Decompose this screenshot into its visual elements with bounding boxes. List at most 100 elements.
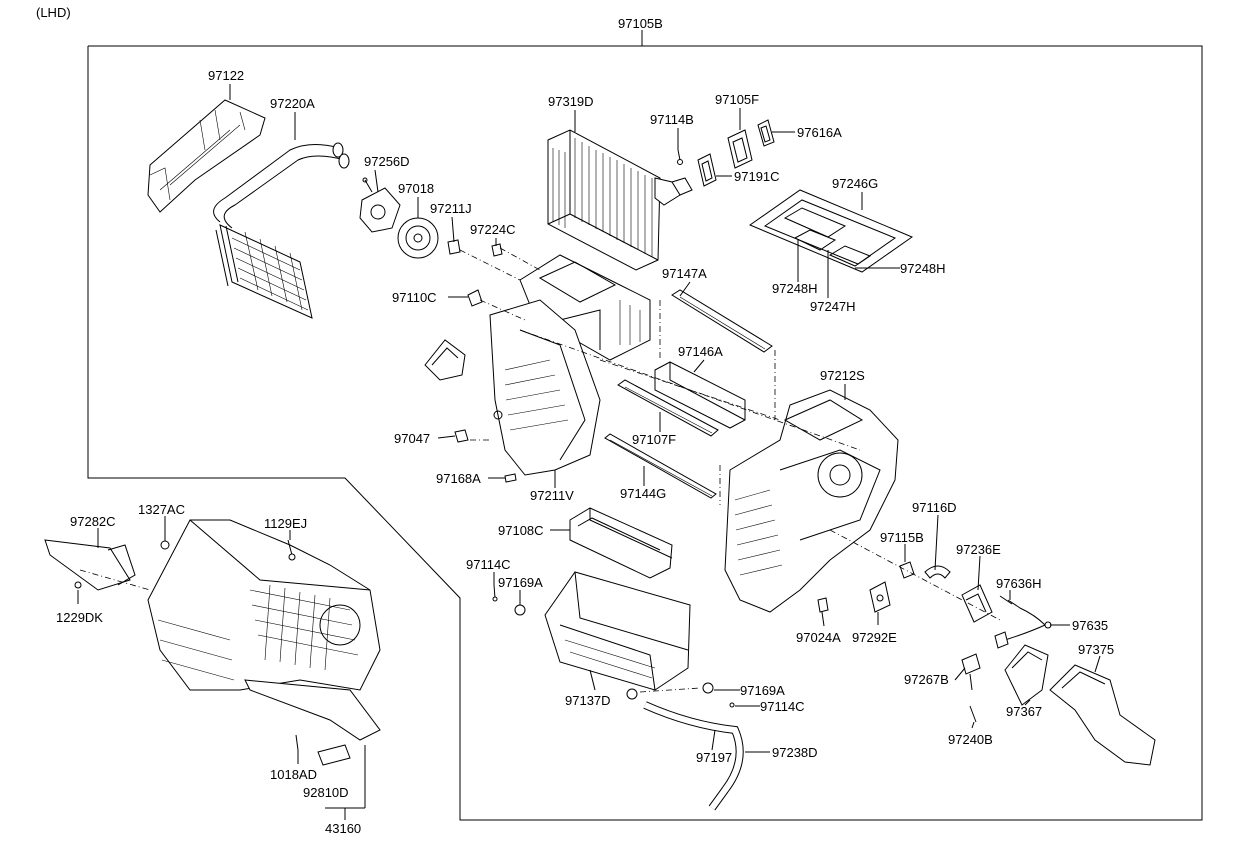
label-97191C: 97191C — [734, 169, 780, 184]
screw-1129EJ — [287, 539, 296, 561]
assembly-frame — [87, 45, 1203, 821]
label-97267B: 97267B — [904, 672, 949, 687]
tray-97108C — [569, 507, 673, 579]
label-1018AD: 1018AD — [270, 767, 317, 782]
door-97107F — [617, 379, 719, 437]
link-97115B — [899, 561, 915, 579]
seal-97616A — [757, 119, 775, 147]
bracket-92810D — [244, 679, 381, 741]
filter-frame-97246G — [748, 189, 914, 273]
door-97146A — [654, 361, 746, 429]
grommet-97169A-a — [514, 604, 526, 616]
actuator-97236E — [961, 584, 993, 623]
label-97282C: 97282C — [70, 514, 116, 529]
label-97105F: 97105F — [715, 92, 759, 107]
scroll-case-97211V — [489, 299, 601, 476]
screw-1229DK — [74, 581, 82, 589]
screw-97114C-a — [492, 584, 498, 602]
label-97240B: 97240B — [948, 732, 993, 747]
duct-97375 — [1049, 664, 1156, 766]
label-97137D: 97137D — [565, 693, 611, 708]
clip-97168A — [504, 473, 517, 483]
label-97110C: 97110C — [392, 290, 437, 305]
clip-97224C — [491, 243, 503, 257]
label-97018: 97018 — [398, 181, 434, 196]
variant-label: (LHD) — [36, 5, 71, 20]
label-97047: 97047 — [394, 431, 430, 446]
label-97367: 97367 — [1006, 704, 1042, 719]
door-97144G — [604, 433, 717, 499]
label-97147A: 97147A — [662, 266, 707, 281]
bracket-97292E — [869, 581, 891, 613]
label-97211J: 97211J — [430, 201, 472, 216]
lever-97116D — [924, 565, 951, 579]
clip-97211J — [447, 239, 461, 255]
label-97319D: 97319D — [548, 94, 594, 109]
label-97114C-b: 97114C — [760, 699, 805, 714]
evaporator-97319D — [547, 129, 693, 271]
gasket-97191C — [697, 153, 717, 187]
label-97211V: 97211V — [530, 488, 574, 503]
label-97635: 97635 — [1072, 618, 1108, 633]
label-97024A: 97024A — [796, 630, 841, 645]
label-1129EJ: 1129EJ — [264, 516, 307, 531]
lower-case-97137D — [544, 571, 691, 700]
label-97375: 97375 — [1078, 642, 1114, 657]
label-97169A-b: 97169A — [740, 683, 785, 698]
label-97197: 97197 — [696, 750, 732, 765]
bracket-97110C — [467, 289, 483, 307]
label-43160: 43160 — [325, 821, 361, 836]
grommet-97169A-b — [702, 682, 714, 694]
label-1229DK: 1229DK — [56, 610, 103, 625]
door-97147A — [671, 289, 773, 353]
label-97246G: 97246G — [832, 176, 878, 191]
heater-core-97220A — [213, 142, 350, 319]
label-97292E: 97292E — [852, 630, 897, 645]
label-97105B: 97105B — [618, 16, 663, 31]
gasket-97105F — [727, 129, 753, 169]
label-97236E: 97236E — [956, 542, 1001, 557]
label-97636H: 97636H — [996, 576, 1042, 591]
label-97122: 97122 — [208, 68, 244, 83]
seal-97114B — [677, 149, 683, 165]
label-plate — [317, 744, 351, 766]
gear-97018 — [397, 217, 439, 259]
hvac-assembly-43160 — [147, 519, 381, 691]
duct-97282C — [44, 539, 136, 591]
label-97247H: 97247H — [810, 299, 856, 314]
drain-hose-97238D — [643, 701, 744, 811]
label-97114B: 97114B — [650, 112, 694, 127]
duct-97367 — [1004, 644, 1049, 706]
grommet-1327AC — [160, 540, 170, 550]
label-97224C: 97224C — [470, 222, 516, 237]
label-97238D: 97238D — [772, 745, 818, 760]
actuator-97256D — [359, 177, 401, 233]
sensor-97635 — [994, 595, 1052, 649]
label-97107F: 97107F — [632, 432, 676, 447]
label-97248H-a: 97248H — [900, 261, 946, 276]
label-97108C: 97108C — [498, 523, 544, 538]
label-97146A: 97146A — [678, 344, 723, 359]
clip-97024A — [817, 597, 829, 613]
label-97168A: 97168A — [436, 471, 481, 486]
clip-97047 — [454, 429, 469, 443]
screw-97240B — [969, 705, 977, 723]
label-97220A: 97220A — [270, 96, 315, 111]
pipe-bracket-97122 — [147, 99, 266, 213]
label-97248H-b: 97248H — [772, 281, 818, 296]
connector-97267B — [961, 653, 981, 691]
screw-97114C-b — [729, 702, 735, 708]
duct-piece — [424, 339, 466, 381]
label-92810D: 92810D — [303, 785, 349, 800]
label-97616A: 97616A — [797, 125, 842, 140]
label-97114C-a: 97114C — [466, 557, 511, 572]
screw-1018AD — [295, 734, 299, 751]
right-case-97212S — [724, 389, 899, 613]
label-97212S: 97212S — [820, 368, 865, 383]
label-97116D: 97116D — [912, 500, 957, 515]
label-97256D: 97256D — [364, 154, 410, 169]
label-97169A-a: 97169A — [498, 575, 543, 590]
label-97115B: 97115B — [880, 530, 924, 545]
